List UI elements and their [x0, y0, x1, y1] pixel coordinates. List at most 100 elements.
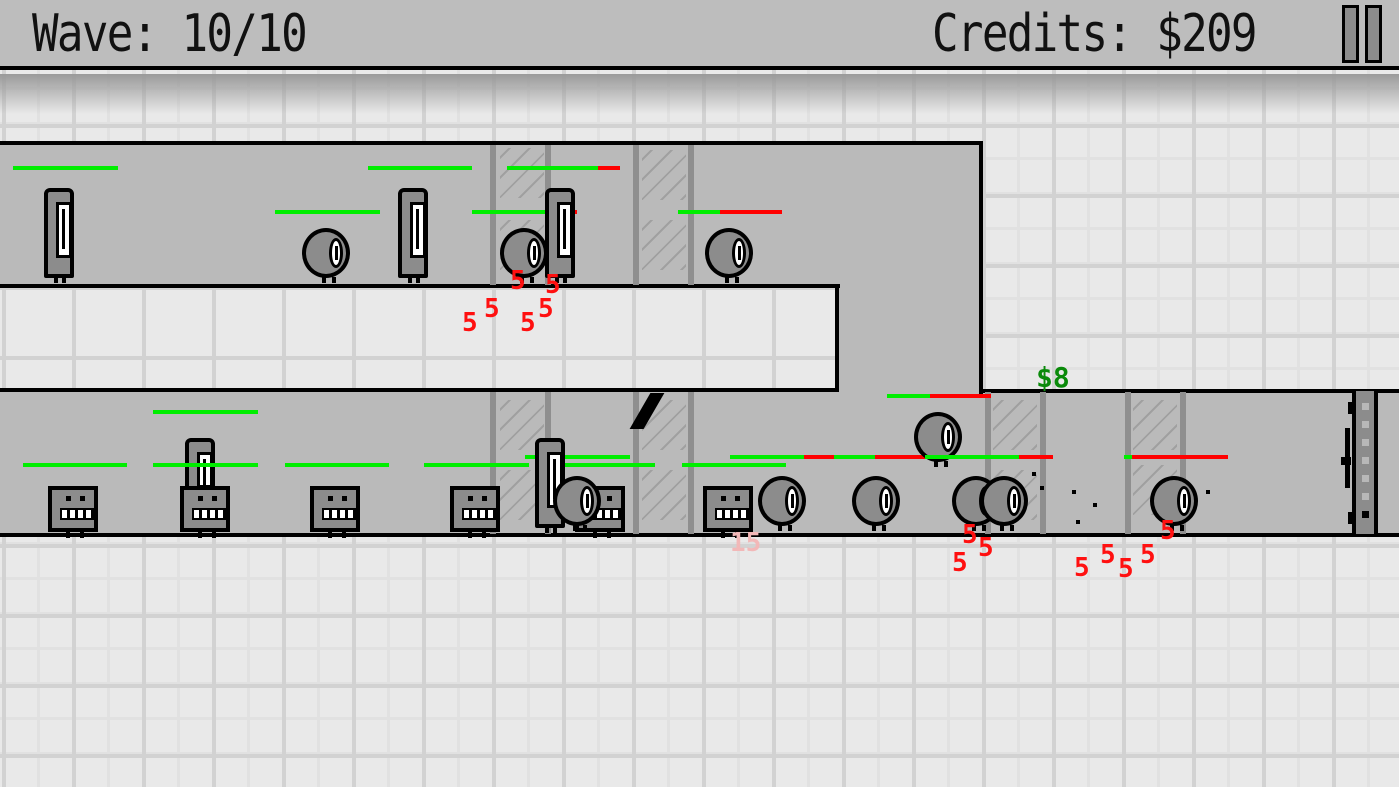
health-bar	[682, 463, 786, 467]
eye-icon	[785, 486, 799, 516]
pause-button[interactable]	[1342, 5, 1382, 63]
exit-gate	[1352, 391, 1378, 534]
health-bar	[525, 455, 630, 459]
robot-enemy[interactable]	[310, 486, 360, 538]
scaffold-pillar	[1125, 392, 1131, 534]
debris-particle	[1032, 472, 1036, 476]
tall-enemy[interactable]	[44, 188, 74, 283]
scaffold-pillar	[985, 392, 991, 534]
eye-icon	[1007, 486, 1021, 516]
scaffold-pillar	[1180, 392, 1186, 534]
damage-number: 5	[510, 266, 526, 296]
eye-icon	[941, 422, 955, 452]
hud-bar: Wave: 10/10 Credits: $209	[0, 0, 1399, 70]
scaffold-brace	[642, 150, 686, 200]
robot-enemy[interactable]	[48, 486, 98, 538]
credits-counter: Credits: $209	[932, 4, 1258, 64]
wave-counter: Wave: 10/10	[32, 4, 308, 64]
debris-particle	[1040, 486, 1044, 490]
scaffold-brace	[500, 148, 544, 198]
tall-enemy[interactable]	[545, 188, 575, 283]
hud-shadow	[0, 74, 1399, 114]
eye-icon	[580, 486, 594, 516]
health-bar	[424, 463, 529, 467]
damage-number-faded: 15	[730, 528, 762, 558]
path-border	[979, 389, 1399, 393]
health-bar	[834, 455, 938, 459]
scaffold-pillar	[633, 145, 639, 285]
damage-number: 5	[962, 520, 978, 550]
eye-icon	[329, 238, 343, 268]
blob-enemy[interactable]	[553, 476, 601, 531]
path-border	[0, 284, 840, 288]
eye-icon	[557, 202, 573, 258]
debris-particle	[1072, 490, 1076, 494]
gate-latch-icon	[1341, 457, 1351, 465]
scaffold-brace	[1133, 400, 1177, 450]
blob-enemy[interactable]	[758, 476, 806, 531]
path-border	[979, 141, 983, 394]
tall-enemy[interactable]	[398, 188, 428, 283]
gate-hinge-icon	[1348, 402, 1354, 414]
path-border	[0, 141, 983, 145]
debris-particle	[1093, 503, 1097, 507]
damage-number: 5	[1118, 554, 1134, 584]
debris-particle	[1206, 490, 1210, 494]
health-bar	[153, 410, 258, 414]
blob-enemy[interactable]	[914, 412, 962, 467]
health-bar	[13, 166, 118, 170]
damage-number: 5	[538, 294, 554, 324]
health-bar	[507, 166, 620, 170]
inner-wall	[0, 288, 835, 388]
blob-enemy[interactable]	[1150, 476, 1198, 531]
damage-number: 5	[1100, 540, 1116, 570]
damage-number: 5	[1140, 540, 1156, 570]
pause-icon	[1365, 5, 1382, 63]
damage-number: 5	[520, 308, 536, 338]
eye-icon	[197, 452, 213, 499]
blob-enemy[interactable]	[980, 476, 1028, 531]
scaffold-pillar	[1040, 392, 1046, 534]
robot-enemy[interactable]	[450, 486, 500, 538]
eye-icon	[56, 202, 72, 258]
blob-enemy[interactable]	[500, 228, 548, 283]
health-bar	[23, 463, 127, 467]
robot-enemy[interactable]	[180, 486, 230, 538]
blob-enemy[interactable]	[852, 476, 900, 531]
damage-number: 5	[952, 548, 968, 578]
eye-icon	[879, 486, 893, 516]
blob-enemy[interactable]	[705, 228, 753, 283]
path-border	[0, 533, 1399, 537]
robot-enemy[interactable]	[703, 486, 753, 538]
health-bar	[887, 394, 991, 398]
scaffold-brace	[642, 470, 686, 520]
eye-icon	[1177, 486, 1191, 516]
scaffold-brace	[642, 220, 686, 270]
health-bar	[551, 463, 655, 467]
health-bar	[368, 166, 472, 170]
damage-number: 5	[484, 294, 500, 324]
eye-icon	[410, 202, 426, 258]
eye-icon	[732, 238, 746, 268]
blob-enemy[interactable]	[302, 228, 350, 283]
health-bar	[285, 463, 389, 467]
damage-number: 5	[978, 533, 994, 563]
damage-number: 5	[545, 270, 561, 300]
path-border	[0, 388, 839, 392]
scaffold-pillar	[688, 145, 694, 285]
gate-hinge-icon	[1348, 512, 1354, 524]
eye-icon	[527, 238, 541, 268]
health-bar	[925, 455, 1053, 459]
damage-number: 5	[1160, 516, 1176, 546]
health-bar	[275, 210, 380, 214]
scaffold-brace	[993, 400, 1037, 450]
debris-particle	[1076, 520, 1080, 524]
damage-number: 5	[1074, 553, 1090, 583]
pause-icon	[1342, 5, 1359, 63]
damage-number: 5	[462, 308, 478, 338]
health-bar	[153, 463, 258, 467]
money-popup: $8	[1036, 361, 1070, 394]
scaffold-pillar	[490, 145, 496, 285]
health-bar	[678, 210, 782, 214]
health-bar	[1124, 455, 1228, 459]
